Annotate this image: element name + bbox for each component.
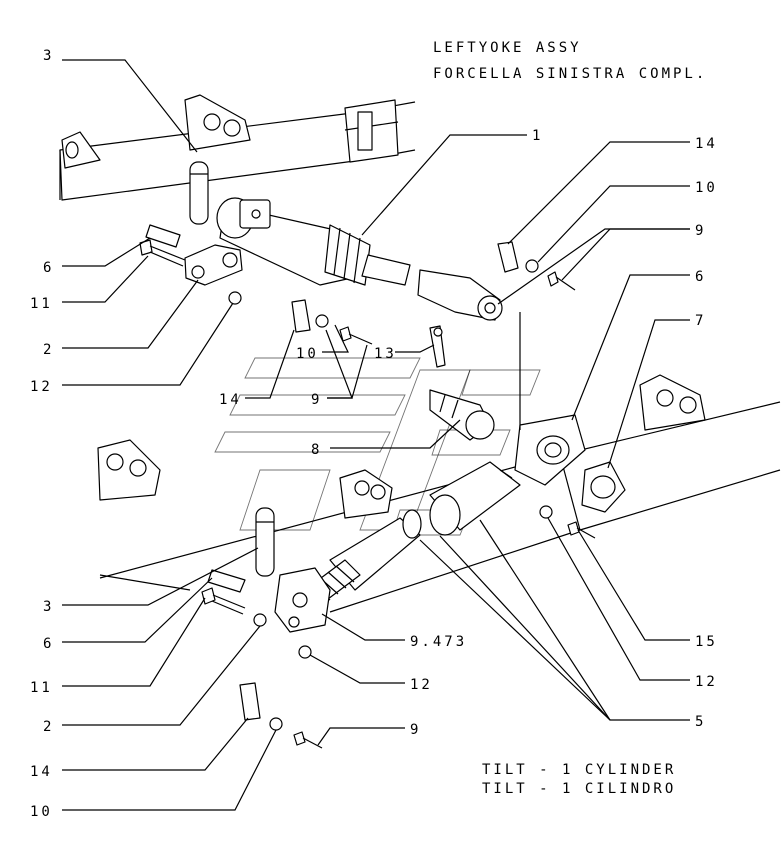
callout-label: 8 [311, 442, 322, 458]
title-english: LEFTYOKE ASSY [433, 40, 582, 56]
callout-label: 11 [30, 296, 53, 312]
callout-label: 9.473 [410, 634, 467, 650]
callout-label: 6 [43, 260, 54, 276]
caption-italian: TILT - 1 CILINDRO [482, 781, 676, 797]
callout-label: 9 [410, 722, 421, 738]
callout-label: 2 [43, 342, 54, 358]
callout-label: 2 [43, 719, 54, 735]
callout-label: 10 [695, 180, 718, 196]
bottom-assembly [97, 374, 781, 749]
callout-label: 6 [43, 636, 54, 652]
leader-lines [62, 59, 690, 811]
top-assembly [59, 94, 576, 441]
callout-label: 7 [695, 313, 706, 329]
callout-label: 11 [30, 680, 53, 696]
callout-label: 12 [30, 379, 53, 395]
callout-label: 3 [43, 48, 54, 64]
callout-label: 13 [374, 346, 397, 362]
callout-label: 6 [695, 269, 706, 285]
callout-label: 1 [532, 128, 543, 144]
callout-label: 5 [695, 714, 706, 730]
callout-label: 12 [410, 677, 433, 693]
callout-label: 10 [296, 346, 319, 362]
callout-label: 14 [30, 764, 53, 780]
callout-labels: 3 1 14 10 9 6 7 6 11 2 12 10 13 14 9 8 3… [30, 48, 718, 820]
callout-label: 9 [311, 392, 322, 408]
callout-label: 15 [695, 634, 718, 650]
callout-label: 14 [695, 136, 718, 152]
callout-label: 3 [43, 599, 54, 615]
title-italian: FORCELLA SINISTRA COMPL. [433, 66, 707, 82]
caption-english: TILT - 1 CYLINDER [482, 762, 676, 778]
callout-label: 12 [695, 674, 718, 690]
callout-label: 9 [695, 223, 706, 239]
callout-label: 14 [219, 392, 242, 408]
callout-label: 10 [30, 804, 53, 820]
